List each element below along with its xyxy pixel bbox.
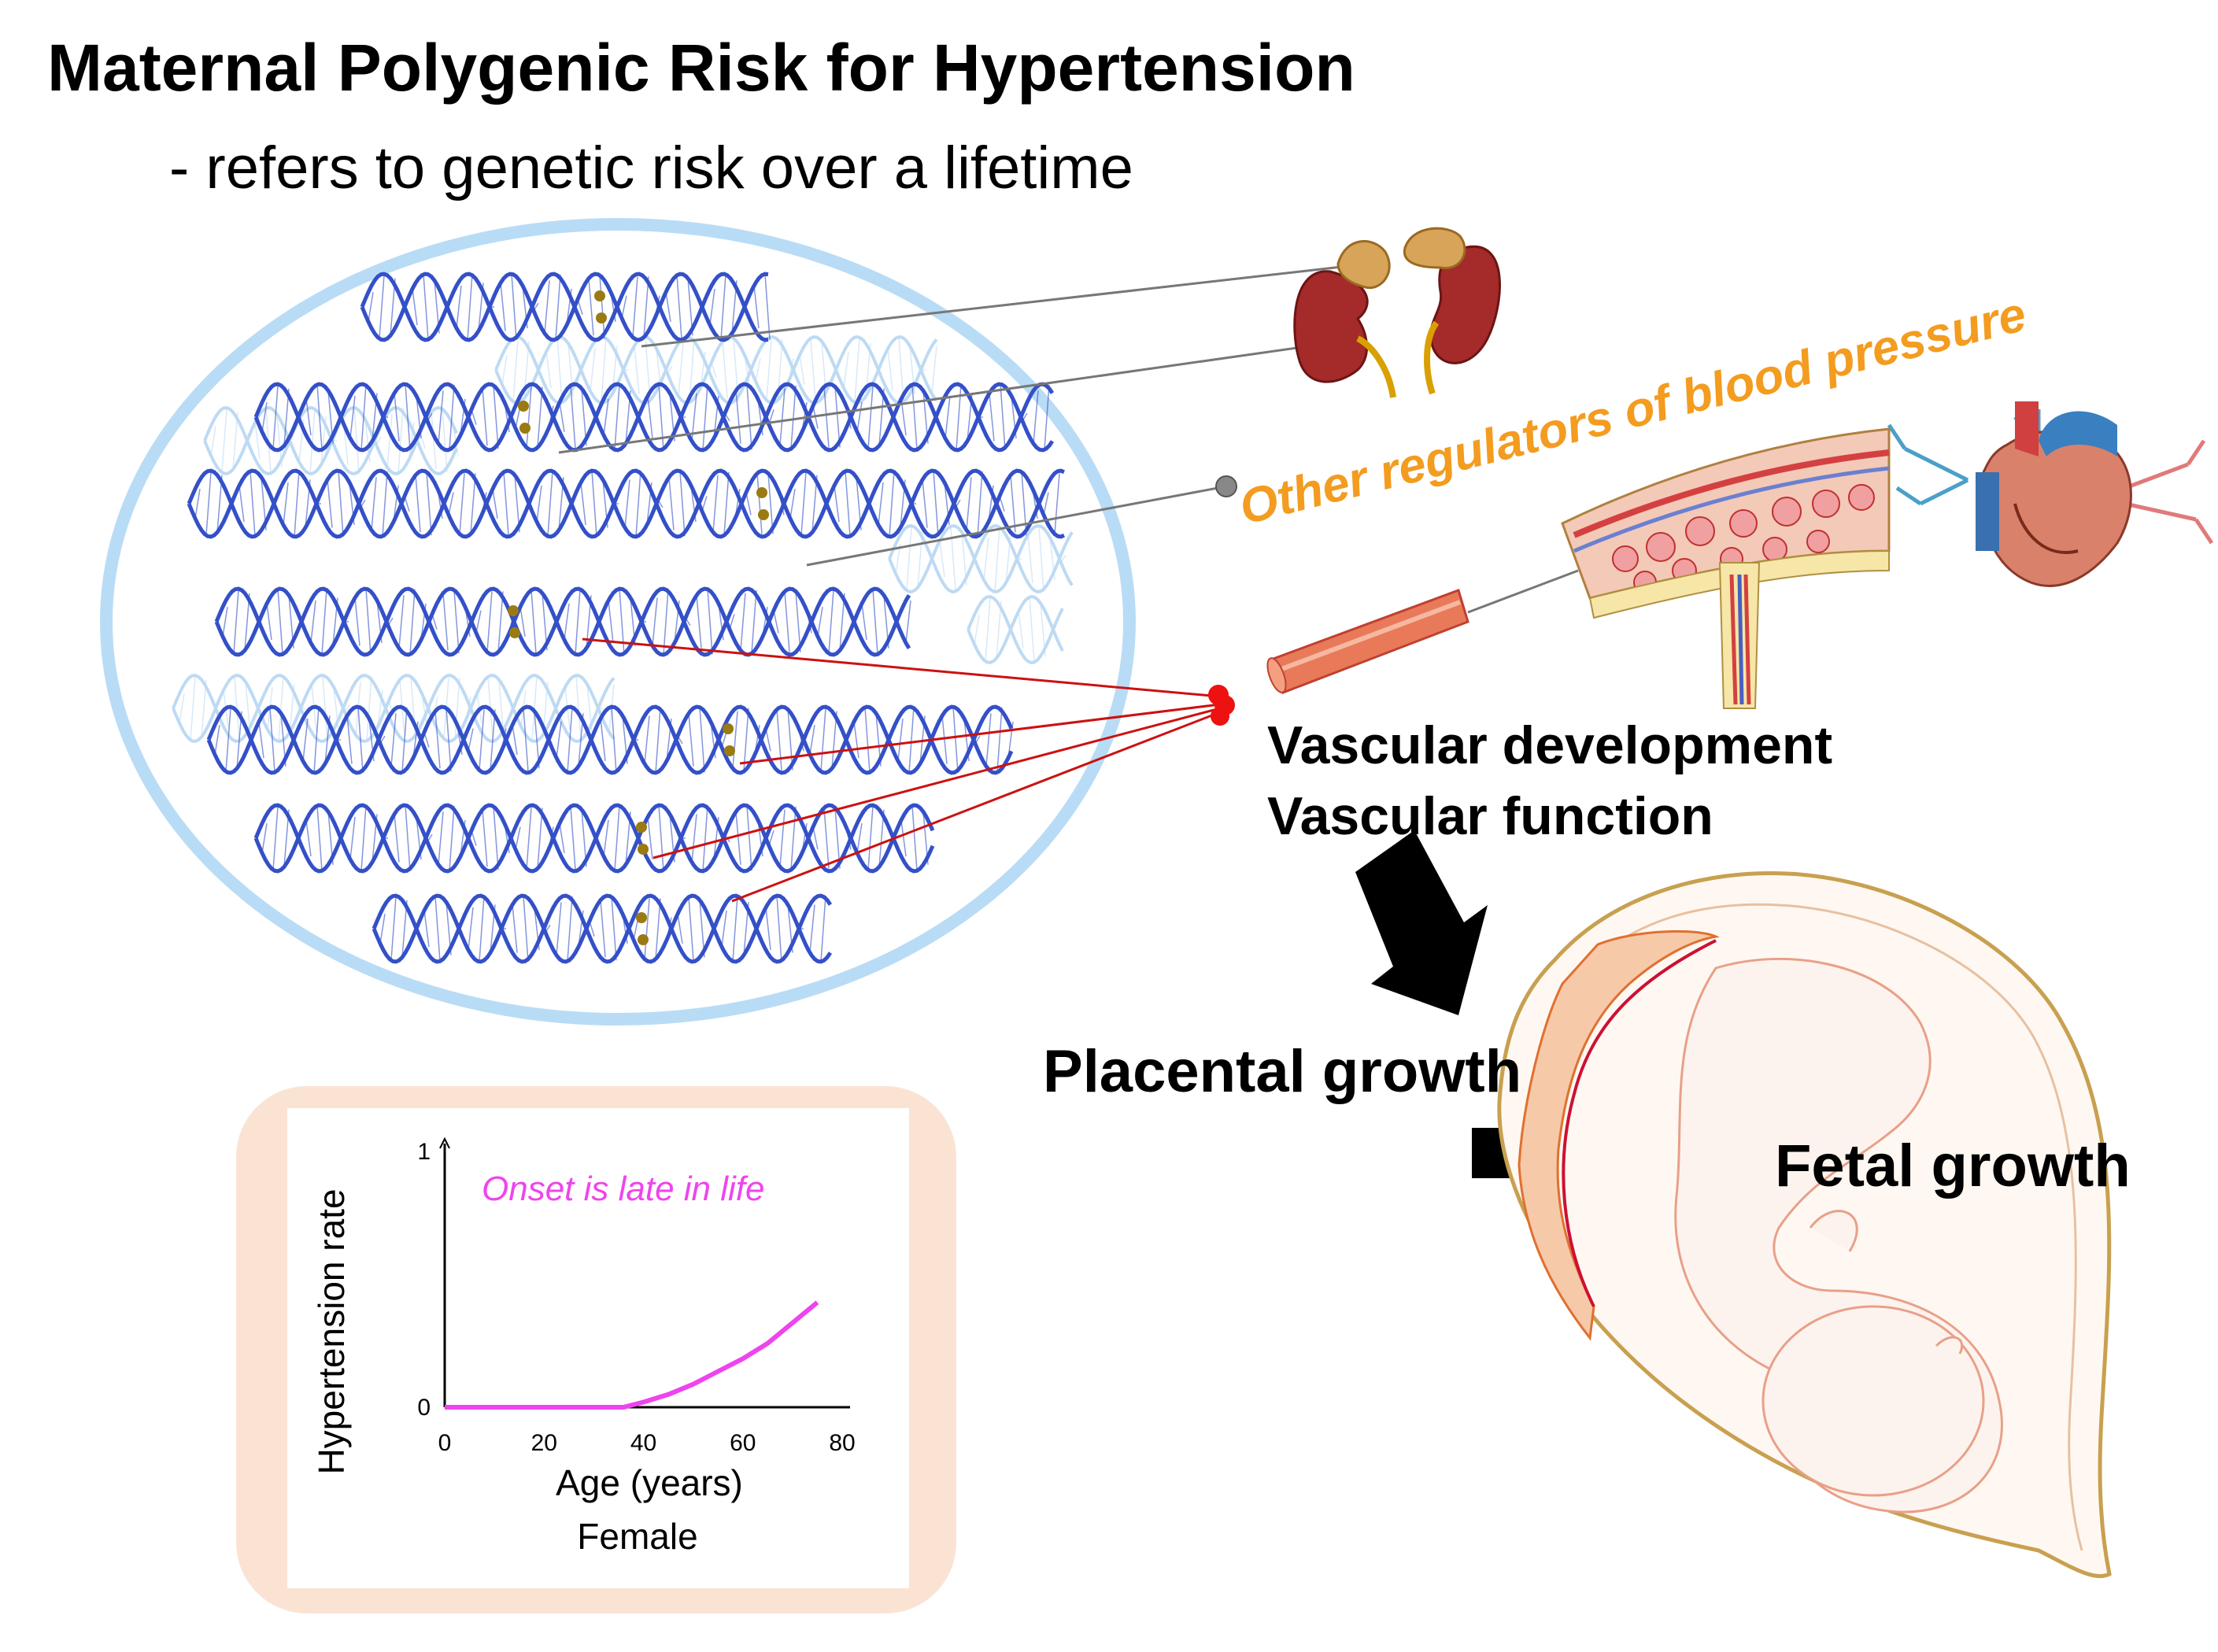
dna-helix <box>214 586 911 657</box>
uterus-fetus-illustration <box>1497 871 2112 1579</box>
page-title: Maternal Polygenic Risk for Hypertension <box>47 31 1355 105</box>
dna-helix <box>372 893 833 964</box>
variant-marker <box>596 312 607 323</box>
variant-marker <box>518 401 529 412</box>
variant-marker <box>723 723 734 734</box>
y-tick-label: 1 <box>417 1139 431 1165</box>
dna-helix <box>206 704 1014 775</box>
x-tick-label: 20 <box>531 1430 557 1456</box>
vascular-function-label: Vascular function <box>1267 786 1713 846</box>
y-axis-label: Hypertension rate <box>311 1188 352 1474</box>
dna-helix-faint <box>888 524 1074 593</box>
dna-helix <box>360 272 771 342</box>
connector-dot <box>1215 475 1237 497</box>
heart-icon <box>1887 401 2214 587</box>
dna-helix <box>253 382 1055 453</box>
variant-marker <box>636 912 647 923</box>
kidneys-icon <box>1293 227 1501 398</box>
x-tick-label: 60 <box>730 1430 756 1456</box>
x-axis-sublabel: Female <box>577 1516 697 1557</box>
fetus <box>1674 957 2003 1513</box>
placental-growth-label: Placental growth <box>1043 1038 1522 1105</box>
dna-strands <box>172 272 1074 964</box>
variant-marker <box>594 290 605 301</box>
cell-outline <box>100 218 1136 1026</box>
page-subtitle: - refers to genetic risk over a lifetime <box>169 135 1133 201</box>
x-axis-label: Age (years) <box>556 1462 743 1503</box>
x-tick-label: 80 <box>829 1430 855 1456</box>
variant-marker <box>508 605 519 616</box>
variant-marker <box>509 627 520 638</box>
variant-marker <box>756 487 767 498</box>
variant-marker <box>724 745 735 756</box>
x-tick-label: 0 <box>438 1430 452 1456</box>
x-tick-label: 40 <box>630 1430 656 1456</box>
fetal-growth-label: Fetal growth <box>1775 1133 2131 1199</box>
variant-marker <box>636 822 647 833</box>
gray-connectors <box>558 262 1579 614</box>
vascular-development-label: Vascular development <box>1267 715 1833 775</box>
y-tick-label: 0 <box>417 1395 431 1421</box>
arrow-vascular-to-placenta <box>1355 830 1488 1015</box>
variant-marker <box>758 509 769 520</box>
y-axis-arrowhead <box>439 1136 450 1149</box>
red-connectors <box>582 638 1221 903</box>
variant-marker <box>638 844 649 855</box>
red-node <box>1208 685 1235 726</box>
dna-helix-faint <box>967 595 1064 664</box>
cell-with-dna <box>100 218 1136 1026</box>
variant-marker <box>519 423 530 434</box>
blood-vessel-icon <box>1266 589 1469 694</box>
variant-marker <box>638 934 649 945</box>
series-line <box>445 1300 819 1410</box>
placenta-section-icon <box>1561 427 1891 709</box>
chart-annotation: Onset is late in life <box>482 1170 765 1208</box>
chart-plot-area <box>287 1108 909 1588</box>
